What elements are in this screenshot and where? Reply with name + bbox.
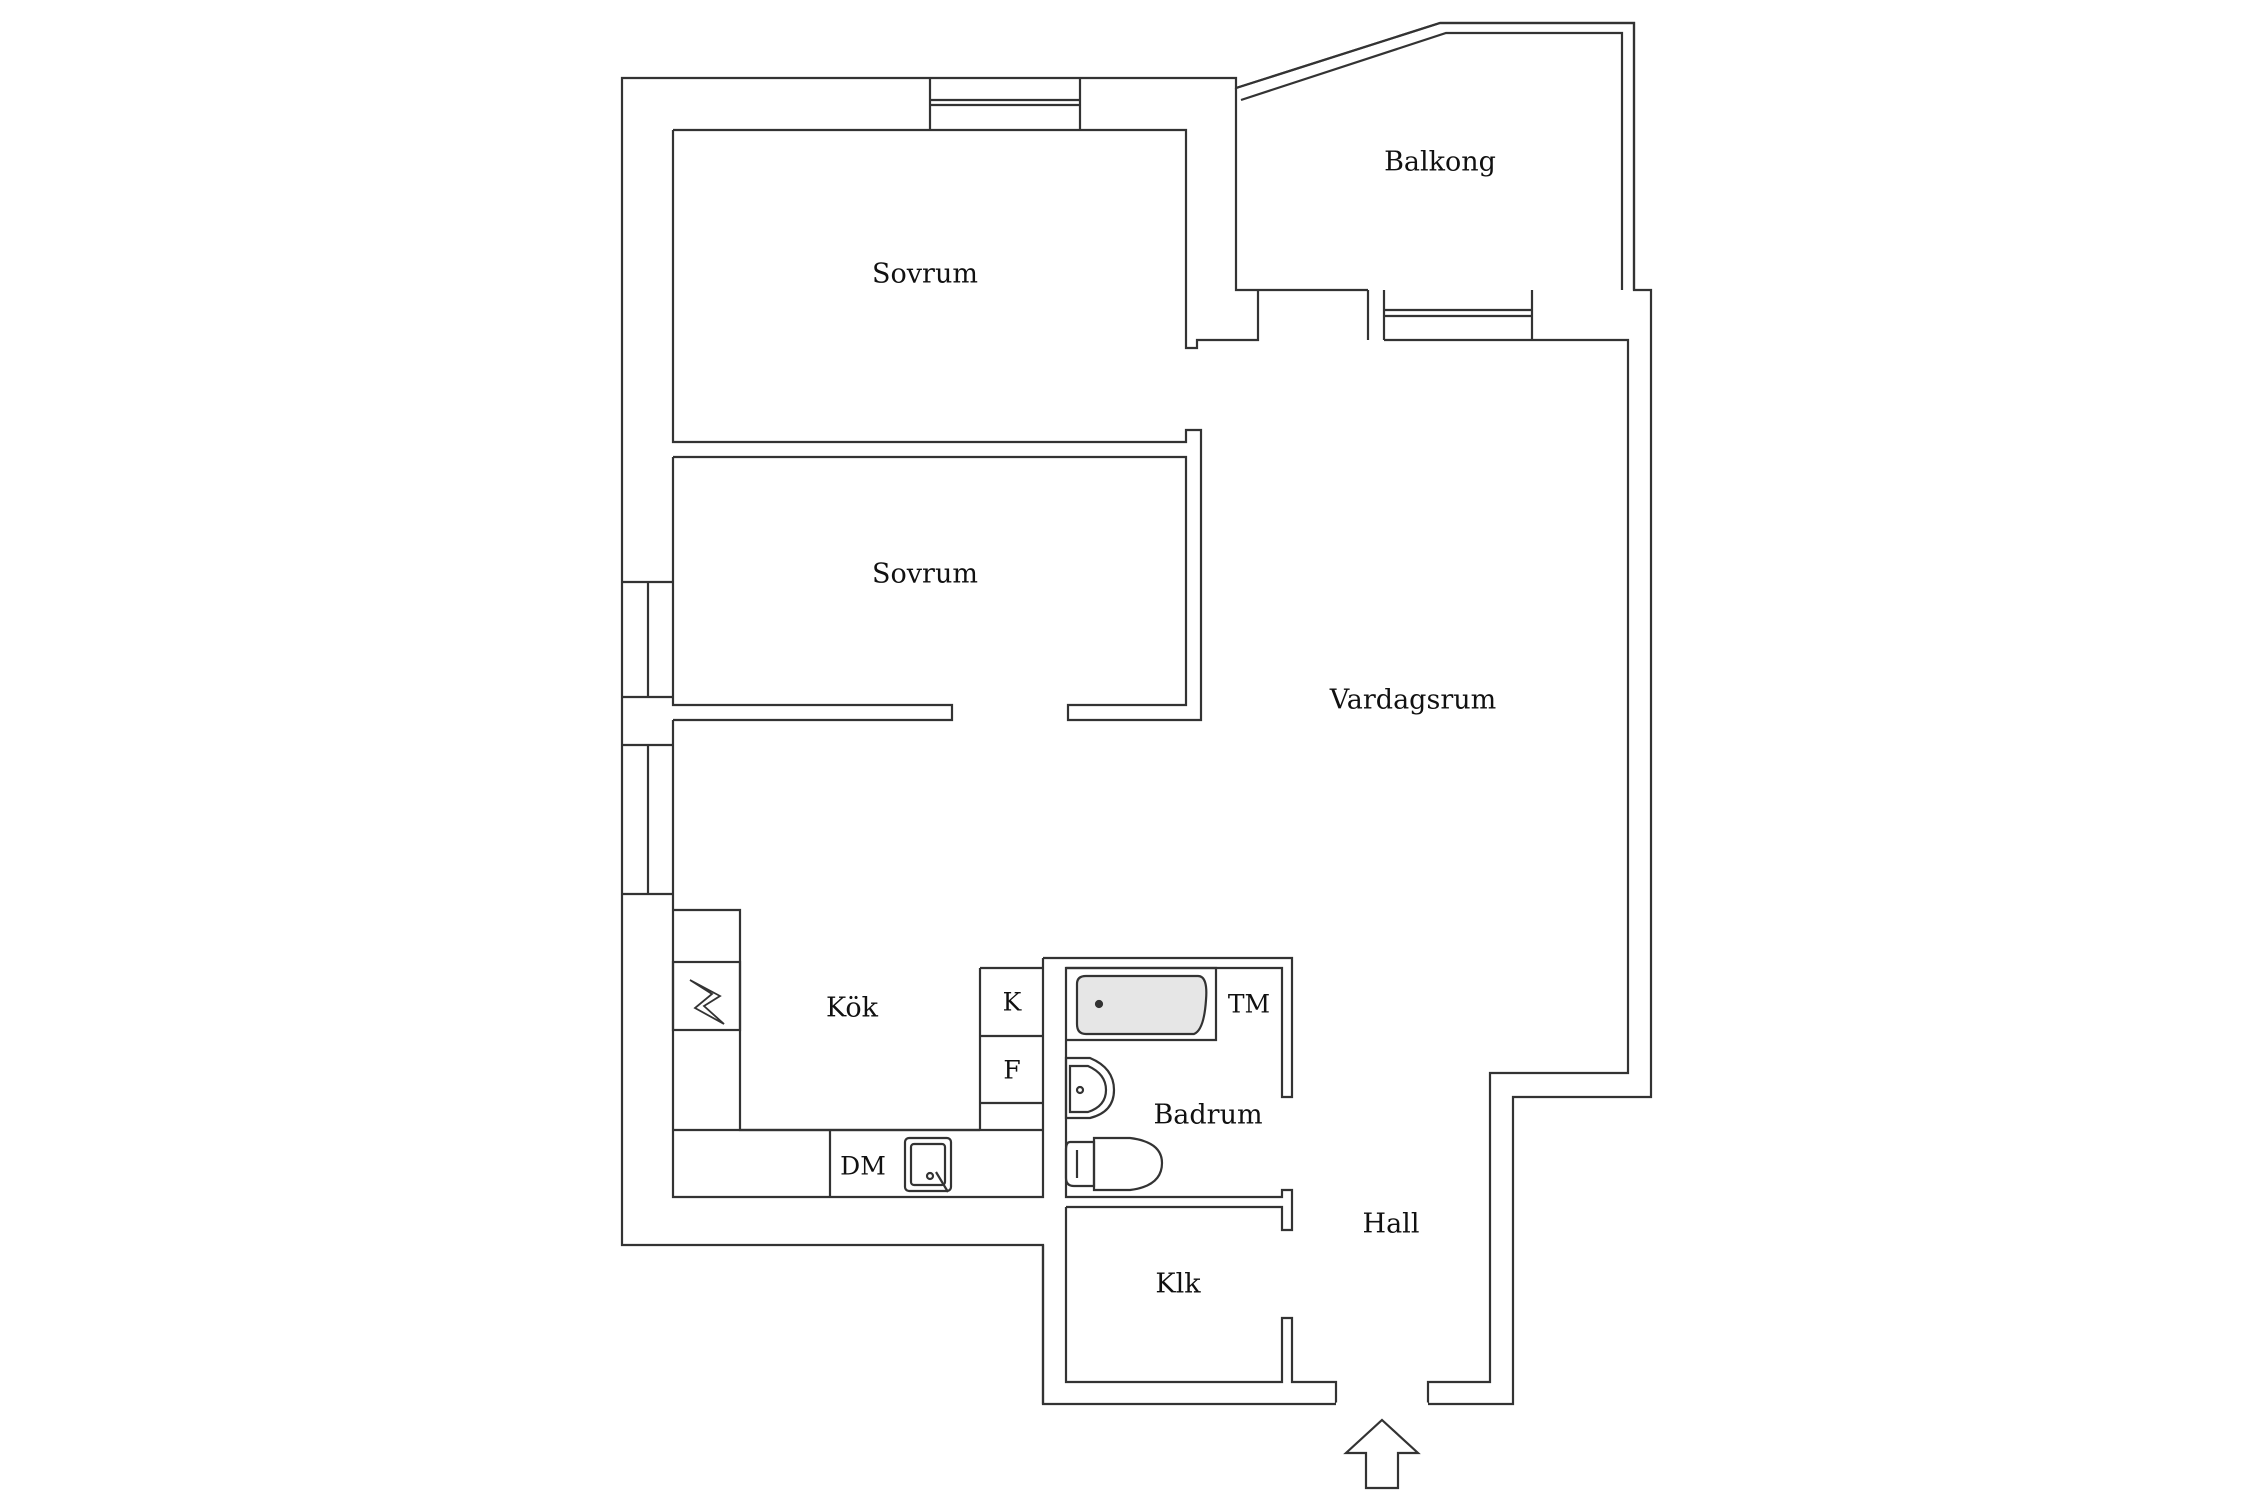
toilet-icon [1064, 1140, 1096, 1188]
balcony-inner-rail [1240, 31, 1624, 290]
bathtub-icon [1075, 974, 1208, 1036]
fixture-label-kyl: K [1002, 987, 1022, 1017]
room-label-klk: Klk [1155, 1268, 1201, 1300]
room-label-hall: Hall [1362, 1208, 1420, 1240]
entrance-arrow-icon [1343, 1418, 1421, 1490]
room-label-badrum: Badrum [1153, 1099, 1263, 1131]
fixture-label-diskmaskin: DM [840, 1151, 886, 1181]
window-top [928, 78, 1082, 130]
bathtub-frame [1066, 966, 1218, 1042]
stove-icon [671, 960, 742, 1032]
room-label-sovrum-top: Sovrum [872, 258, 978, 290]
bedroom-middle-walls [671, 457, 954, 722]
window-left-2 [622, 743, 673, 896]
sink-tap [935, 1171, 949, 1193]
sink-drain [925, 1171, 935, 1181]
room-label-balkong: Balkong [1384, 146, 1496, 178]
balcony-outline [1235, 21, 1636, 290]
living-window [1366, 290, 1534, 340]
room-label-vardagsrum: Vardagsrum [1329, 684, 1497, 716]
kitchen-counter-bottom [673, 1128, 1043, 1197]
closet-walls [1064, 1207, 1338, 1404]
balcony-inner-wall [1234, 88, 1258, 292]
kitchen-inner-wall [671, 720, 1045, 1199]
bedroom-top-bottom-wall [671, 130, 1203, 722]
washbasin-icon [1064, 1056, 1116, 1120]
room-label-sovrum-middle: Sovrum [872, 558, 978, 590]
fixture-label-tvattmaskin: TM [1227, 989, 1271, 1019]
sink-icon [903, 1136, 953, 1193]
bedroom-top-walls [673, 128, 1260, 350]
washbasin-bowl [1068, 1064, 1108, 1114]
window-left-1 [622, 580, 673, 699]
toilet-bowl [1092, 1136, 1164, 1192]
bathtub-drain [1094, 999, 1104, 1009]
stove-symbol [689, 979, 725, 1025]
kitchen-fridge-column [978, 966, 1043, 1130]
fixture-label-frys: F [1003, 1055, 1021, 1085]
room-label-kok: Kök [825, 992, 879, 1024]
washbasin-drain [1075, 1085, 1085, 1095]
living-room-inner-wall [1384, 338, 1630, 1404]
sink-basin [909, 1142, 947, 1187]
bathroom-walls [1043, 956, 1294, 1232]
